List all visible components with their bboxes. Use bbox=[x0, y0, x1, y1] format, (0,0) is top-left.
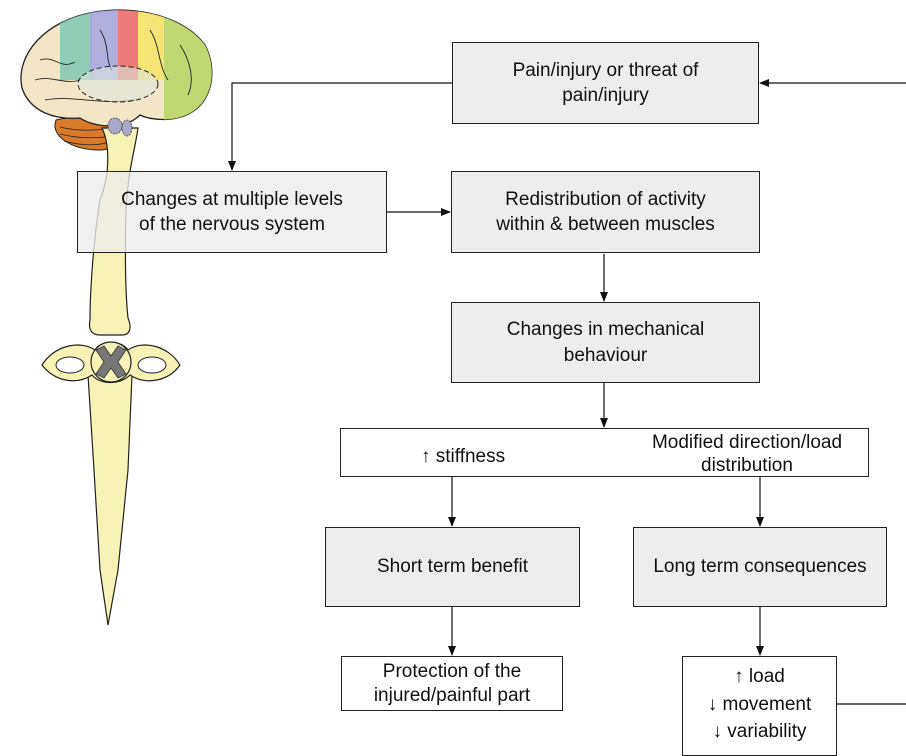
movement-text: ↓ movement bbox=[708, 691, 811, 719]
short-term-box: Short term benefit bbox=[325, 527, 580, 607]
nervous-system-text: Changes at multiple levels of the nervou… bbox=[121, 187, 343, 237]
consequences-box: ↑ load ↓ movement ↓ variability bbox=[682, 656, 837, 756]
stiffness-text: ↑ stiffness bbox=[421, 444, 505, 469]
pain-box: Pain/injury or threat of pain/injury bbox=[452, 42, 759, 124]
mechanical-behaviour-text: Changes in mechanical behaviour bbox=[507, 317, 705, 367]
arrow-pain-to-nervous bbox=[232, 83, 453, 170]
protection-text: Protection of the injured/painful part bbox=[374, 660, 530, 708]
long-term-text: Long term consequences bbox=[653, 554, 866, 579]
modified-direction-text: Modified direction/load distribution bbox=[623, 432, 871, 478]
long-term-box: Long term consequences bbox=[633, 527, 887, 607]
protection-box: Protection of the injured/painful part bbox=[341, 656, 563, 711]
variability-text: ↓ variability bbox=[713, 718, 807, 746]
pain-text: Pain/injury or threat of pain/injury bbox=[513, 58, 699, 108]
nervous-system-box: Changes at multiple levels of the nervou… bbox=[77, 171, 387, 253]
load-text: ↑ load bbox=[734, 663, 785, 691]
redistribution-box: Redistribution of activity within & betw… bbox=[451, 171, 760, 253]
redistribution-text: Redistribution of activity within & betw… bbox=[496, 187, 715, 237]
mechanical-behaviour-box: Changes in mechanical behaviour bbox=[451, 302, 760, 383]
short-term-text: Short term benefit bbox=[377, 554, 528, 579]
effects-box: ↑ stiffness Modified direction/load dist… bbox=[340, 428, 869, 477]
